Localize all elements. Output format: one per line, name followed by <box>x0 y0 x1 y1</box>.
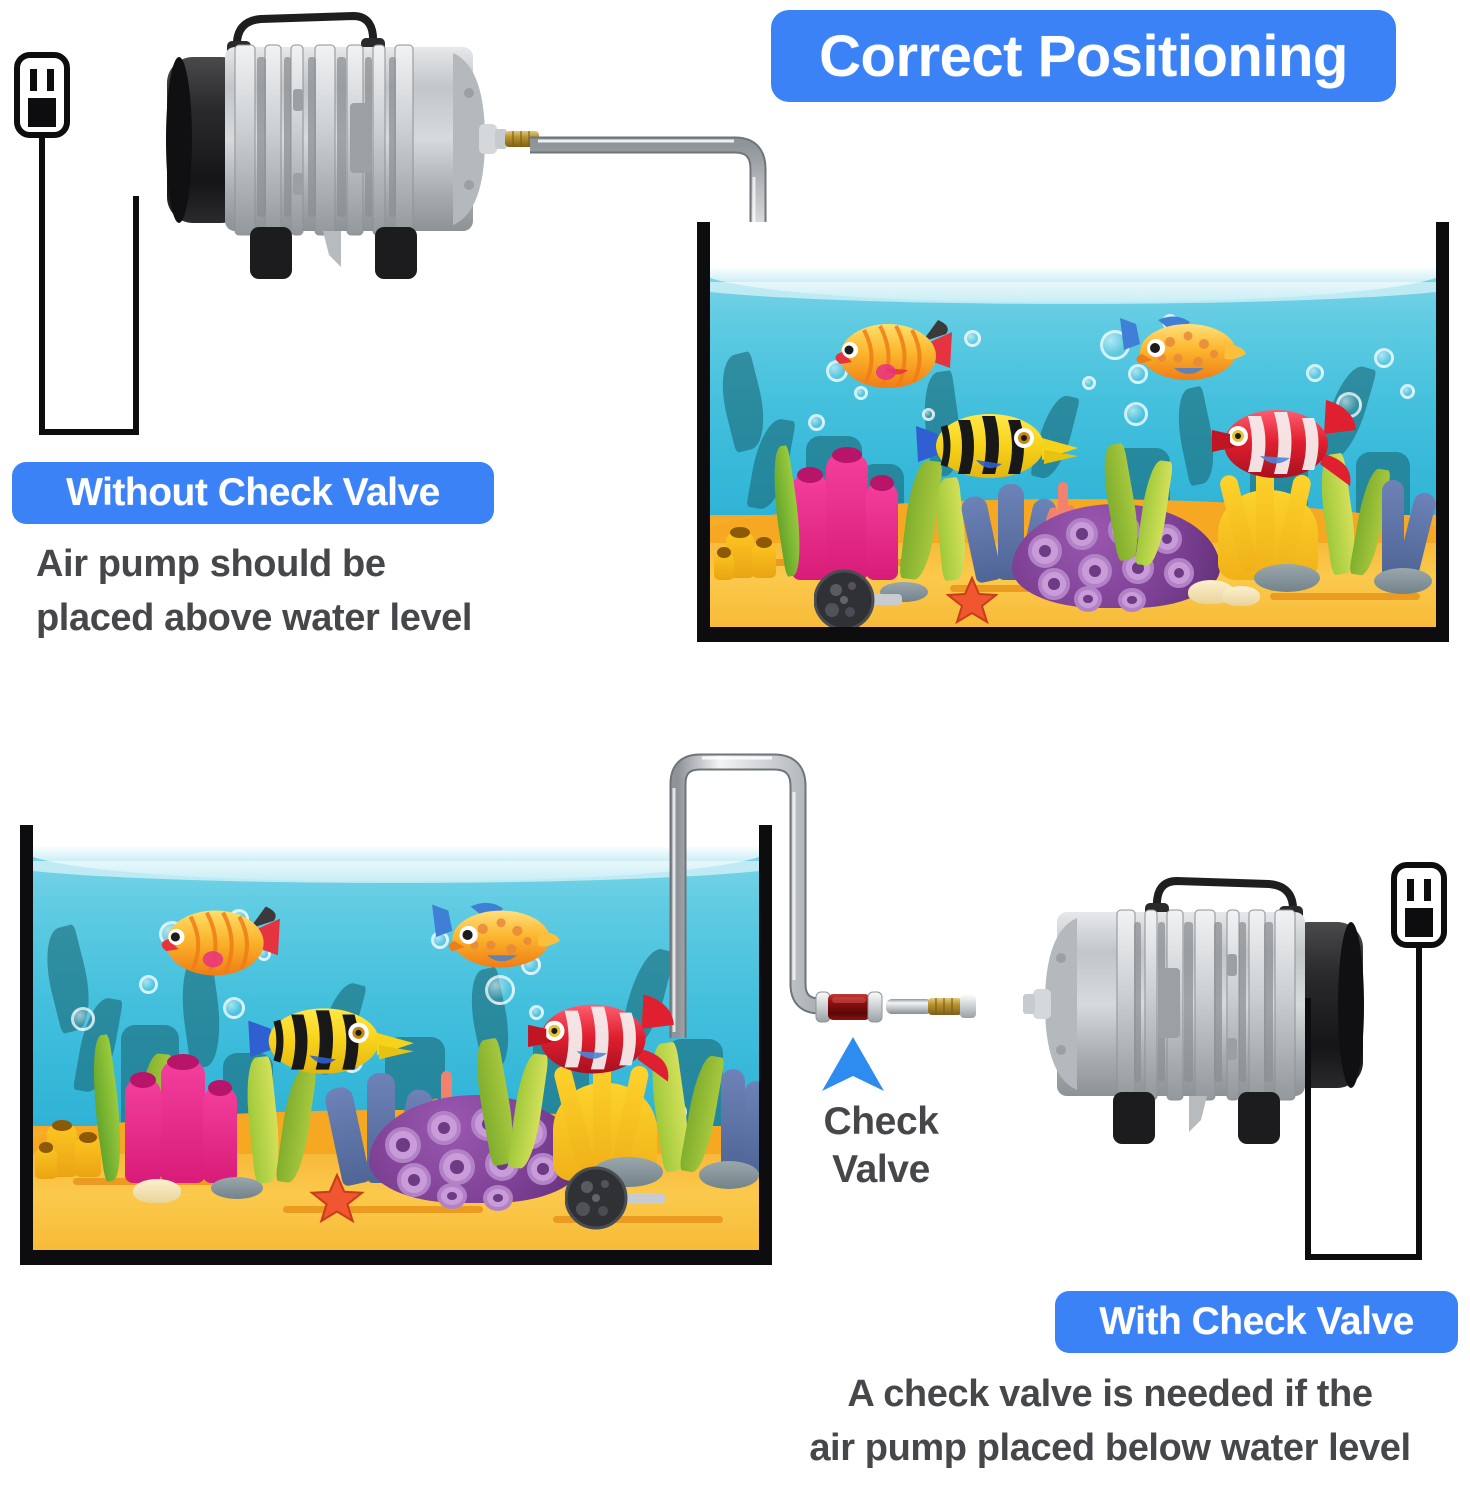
with-check-valve-badge: With Check Valve <box>1055 1291 1458 1353</box>
bubble <box>223 997 245 1019</box>
stone <box>1254 564 1320 592</box>
fish-red-white-angelfish <box>528 994 674 1082</box>
stone <box>211 1177 263 1199</box>
bubble <box>139 975 158 994</box>
bubble <box>1400 384 1415 399</box>
fish-yellow-striped-angelfish <box>248 1008 414 1074</box>
pink-tube-coral <box>125 1072 161 1183</box>
blue-coral <box>1382 480 1404 576</box>
blue-coral <box>721 1069 745 1173</box>
caption-line-2: air pump placed below water level <box>809 1426 1411 1469</box>
caption-line-2: placed above water level <box>36 596 473 639</box>
purple-polyp-rock <box>1012 504 1220 612</box>
yellow-tube-coral <box>752 537 776 578</box>
yellow-tube-coral <box>714 547 734 580</box>
yellow-tube-coral <box>35 1142 57 1179</box>
shell <box>1222 586 1260 606</box>
title-badge: Correct Positioning <box>771 10 1396 102</box>
power-plug-icon-top <box>14 52 70 138</box>
blue-coral <box>745 1081 759 1173</box>
fish-orange-spotted <box>432 902 560 968</box>
bubble <box>808 414 825 431</box>
pink-tube-coral <box>203 1080 237 1183</box>
bubble <box>71 1007 95 1031</box>
fish-yellow-striped-angelfish <box>916 414 1078 478</box>
stone <box>699 1161 759 1189</box>
air-stone-icon-top <box>814 569 902 627</box>
pink-tube-coral <box>161 1054 205 1183</box>
check-valve-arrow-icon <box>822 1037 884 1091</box>
without-check-valve-caption: Air pump should be placed above water le… <box>36 538 656 646</box>
fish-orange-butterflyfish <box>161 906 280 976</box>
caption-line-1: Air pump should be <box>36 543 386 585</box>
fish-orange-butterflyfish <box>835 320 952 388</box>
without-check-valve-badge: Without Check Valve <box>12 462 494 524</box>
with-check-valve-caption: A check valve is needed if the air pump … <box>760 1368 1460 1476</box>
stone <box>1374 568 1432 594</box>
fish-red-white-angelfish <box>1212 400 1356 486</box>
air-pump-bottom <box>965 865 1365 1165</box>
yellow-anemone <box>1256 466 1274 576</box>
bubble <box>1374 348 1394 368</box>
starfish <box>309 1173 365 1223</box>
callout-line-2: Valve <box>832 1147 930 1191</box>
starfish <box>946 576 998 624</box>
check-valve-callout-label: Check Valve <box>788 1098 974 1193</box>
caption-line-1: A check valve is needed if the <box>847 1373 1373 1415</box>
fish-orange-spotted <box>1120 316 1246 380</box>
bubble <box>964 330 981 347</box>
bubble <box>1124 402 1148 426</box>
bubble <box>1082 376 1096 390</box>
pink-tube-coral <box>866 475 898 580</box>
bubble <box>529 1005 544 1020</box>
bubble <box>1128 364 1148 384</box>
air-pump-top <box>165 5 565 295</box>
yellow-anemone <box>593 1057 611 1173</box>
bubble <box>485 975 515 1005</box>
air-stone-icon-bottom <box>565 1166 665 1230</box>
callout-line-1: Check <box>823 1100 939 1143</box>
power-plug-icon-bottom <box>1391 862 1447 948</box>
shell <box>133 1179 181 1203</box>
bubble <box>1306 364 1324 382</box>
bubble <box>922 408 935 421</box>
pink-tube-coral <box>826 447 868 580</box>
bubble <box>854 386 868 400</box>
yellow-tube-coral <box>75 1132 101 1177</box>
